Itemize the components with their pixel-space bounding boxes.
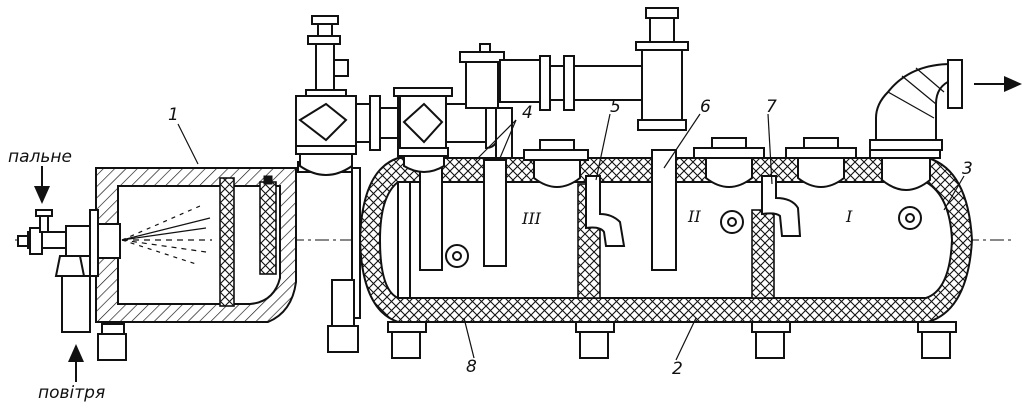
domes: [523, 137, 941, 191]
top-piping: [295, 7, 689, 176]
bent-nozzles: [585, 175, 802, 247]
furnace: [95, 167, 297, 361]
callout-leaders: [177, 113, 965, 361]
chamber-label-3: III: [521, 209, 542, 228]
callout-5: 5: [610, 97, 621, 117]
chamber-label-2: II: [687, 207, 701, 226]
connecting-flange: [297, 161, 361, 353]
callout-2: 2: [672, 359, 683, 379]
burner-assembly: [17, 209, 99, 333]
callout-1: 1: [168, 105, 179, 125]
dip-pipes: [419, 149, 677, 271]
fuel-label: пальне: [8, 147, 72, 167]
chamber-label-1: I: [845, 207, 853, 226]
callout-4: 4: [522, 103, 533, 123]
ports: [445, 206, 922, 268]
callout-8: 8: [466, 357, 477, 377]
callout-3: 3: [962, 159, 973, 179]
callout-6: 6: [700, 97, 711, 117]
outlet-elbow: [869, 59, 963, 151]
air-label: повітря: [38, 383, 105, 403]
callout-7: 7: [766, 97, 777, 117]
